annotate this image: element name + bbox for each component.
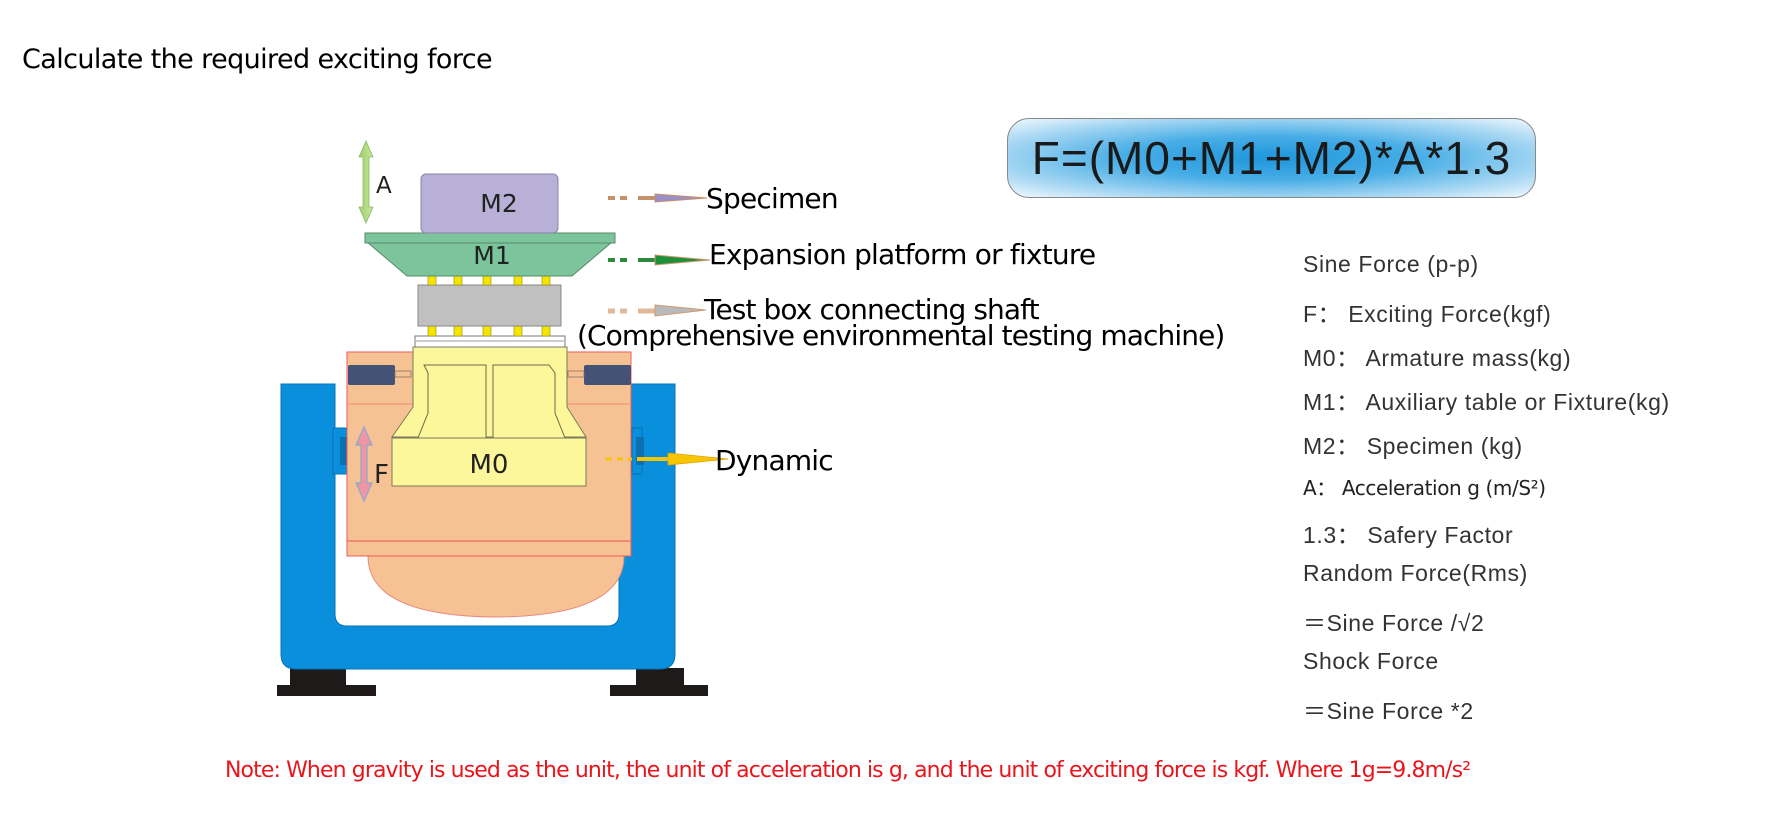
m0-block bbox=[391, 437, 587, 487]
force-label: F bbox=[374, 460, 389, 490]
left-foot bbox=[277, 668, 376, 696]
formula-box: F=(M0+M1+M2)*A*1.3 bbox=[1007, 118, 1536, 198]
cradle-bowl bbox=[367, 555, 625, 618]
fixture-callout-arrow bbox=[608, 254, 711, 266]
formula-text: F=(M0+M1+M2)*A*1.3 bbox=[1031, 132, 1512, 184]
page-title: Calculate the required exciting force bbox=[22, 44, 493, 75]
armature-m0: M0 bbox=[391, 346, 587, 487]
left-trunnion-outer bbox=[340, 437, 350, 465]
right-foot bbox=[610, 668, 708, 696]
legend-item: M1： Auxiliary table or Fixture(kg) bbox=[1303, 389, 1670, 415]
fixture-m1: M1 bbox=[364, 232, 616, 277]
legend-item: ＝Sine Force *2 bbox=[1303, 698, 1474, 724]
acceleration-label: A bbox=[376, 173, 392, 199]
left-mount bbox=[348, 365, 395, 385]
dynamic-callout-arrow bbox=[606, 452, 729, 466]
fixture-callout-label: Expansion platform or fixture bbox=[709, 238, 1095, 271]
legend-item: Shock Force bbox=[1303, 648, 1439, 674]
legend-item: A： Acceleration g (m/S²) bbox=[1303, 476, 1546, 500]
right-mount bbox=[584, 365, 631, 385]
legend-item: M2： Specimen (kg) bbox=[1303, 433, 1523, 459]
legend-item: Sine Force (p-p) bbox=[1303, 251, 1479, 277]
base-feet bbox=[277, 668, 708, 696]
m1-label: M1 bbox=[473, 241, 510, 270]
m2-label: M2 bbox=[480, 189, 517, 218]
note-text: Note: When gravity is used as the unit, … bbox=[225, 758, 1471, 783]
lower-pins bbox=[427, 325, 551, 337]
m0-label: M0 bbox=[470, 450, 509, 480]
shaft-callout-sublabel: (Comprehensive environmental testing mac… bbox=[577, 319, 1224, 352]
legend-item: F： Exciting Force(kgf) bbox=[1303, 301, 1552, 327]
right-trunnion-outer bbox=[636, 437, 644, 465]
legend-item: M0： Armature mass(kg) bbox=[1303, 345, 1572, 371]
legend-item: ＝Sine Force /√2 bbox=[1303, 610, 1485, 636]
shaft-callout-arrow bbox=[608, 304, 707, 317]
connecting-shaft-box bbox=[417, 284, 562, 327]
legend-item: 1.3： Safery Factor bbox=[1303, 522, 1514, 548]
specimen-m2: M2 bbox=[420, 173, 559, 234]
specimen-callout-arrow bbox=[608, 193, 708, 203]
specimen-callout-label: Specimen bbox=[706, 182, 838, 215]
force-arrow-icon: F bbox=[355, 425, 389, 503]
legend-item: Random Force(Rms) bbox=[1303, 560, 1528, 586]
acceleration-arrow-icon: A bbox=[358, 140, 392, 224]
shaft-callout-label: Test box connecting shaft bbox=[703, 293, 1040, 326]
dynamic-callout-label: Dynamic bbox=[715, 444, 833, 477]
